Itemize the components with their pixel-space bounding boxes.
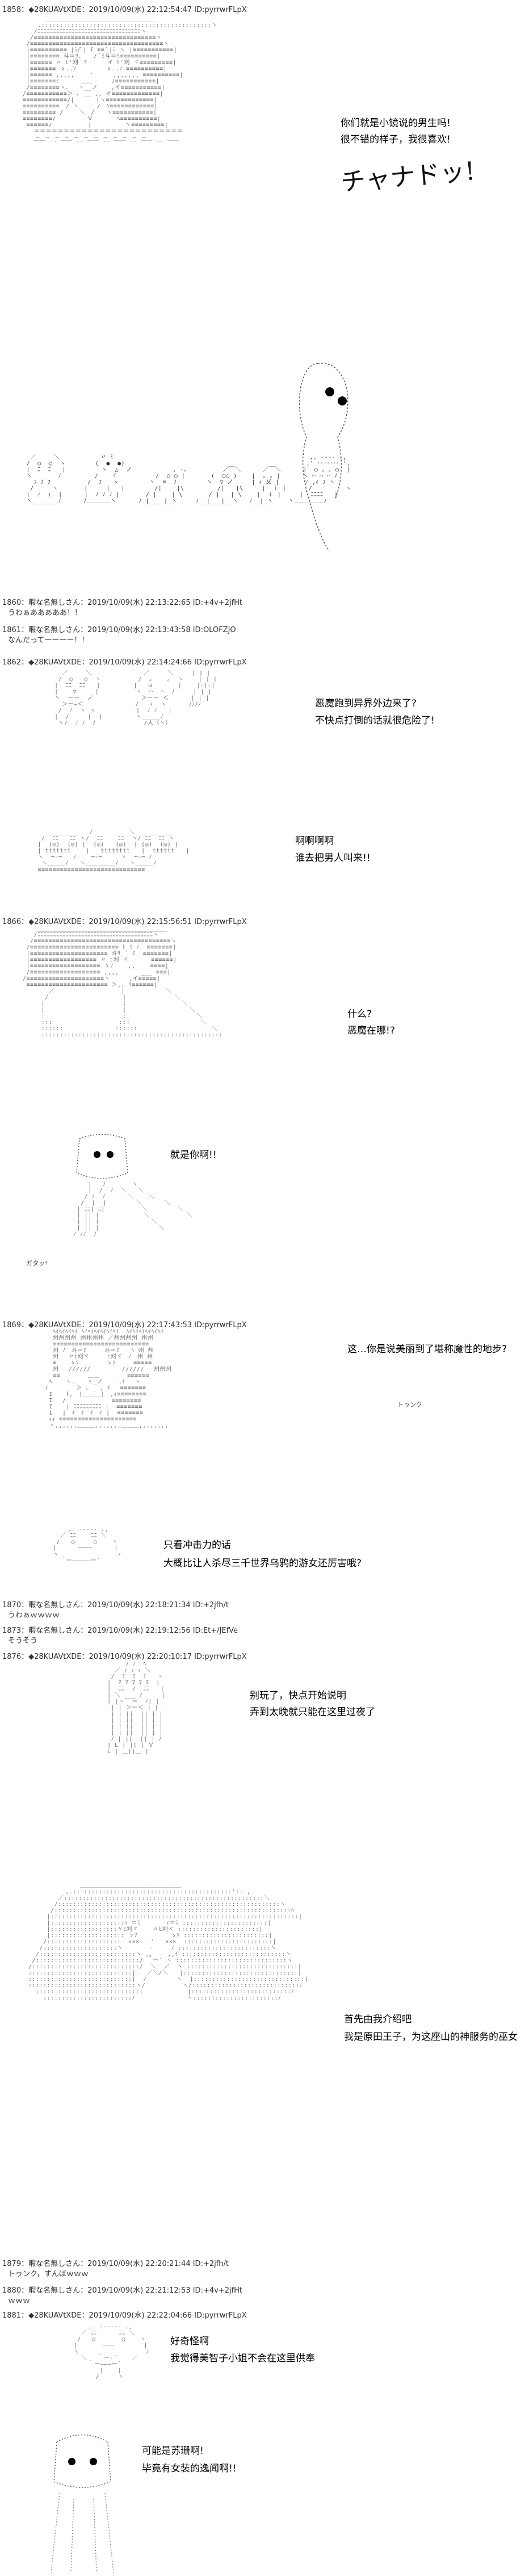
dialogue-line: 好奇怪啊 <box>170 2336 209 2347</box>
post-header: 1858：◆28KUAVtXDE：2019/10/09(水) 22:12:54:… <box>2 6 247 14</box>
dialogue-line: 可能是苏珊啊! <box>142 2445 204 2457</box>
post-header: 1866：◆28KUAVtXDE：2019/10/09(水) 22:15:56:… <box>2 918 247 926</box>
ascii-art-three-faces: _________ /￣￣￣￣￣￣＼ ________ / ﾆﾆ ﾆﾆ ヽ/ ﾆ… <box>37 829 190 873</box>
reply-text: そうそう <box>8 1637 38 1645</box>
head-outline <box>51 2434 114 2573</box>
ascii-art-blushing-character: ﾍｲﾍｲﾍｲﾍｲ ﾍｲﾍｲﾍｲﾍｲﾍｲﾍｲ ﾍｲﾍｲﾍｲﾍｲﾍｲﾍｲ 州州州州 … <box>45 1329 172 1429</box>
ghost-figure <box>284 352 369 557</box>
dialogue-line: 你们就是小镜说的男生吗! <box>341 118 451 129</box>
ascii-art-pointing-body: | ﾉ ヽ | / ﾉ ＼ ＼ / ﾉ ﾉ ＼ ＼ / | | ＼ ＼ | ﾆﾆ… <box>73 1181 193 1237</box>
sound-effect-text: トゥンク <box>397 1401 422 1408</box>
eye-icon <box>68 2458 75 2465</box>
ascii-art-round-face: ,. -‐‐‐- ., ／ ﾆﾆ ﾆﾆ ＼ / ○ ○ ヽ | ─一─ | ヽ … <box>53 1527 121 1564</box>
ascii-art-striped-character: ___________________________________ /ﾆﾆﾆ… <box>23 926 223 1038</box>
dialogue-line: 谁去把男人叫来!! <box>295 852 371 864</box>
post-header: 1869：◆28KUAVtXDE：2019/10/09(水) 22:17:43:… <box>2 1321 247 1329</box>
head-outline <box>76 1134 128 1179</box>
dialogue-line: 大概比让人杀尽三千世界乌鸦的游女还厉害哦? <box>163 1558 362 1569</box>
final-character <box>40 2431 125 2573</box>
dialogue-line: 毕竟有女装的逸闻啊!! <box>142 2463 237 2474</box>
dialogue-line: 首先由我介绍吧 <box>344 2014 412 2025</box>
dialogue-line: 只看冲击力的话 <box>163 1540 231 1551</box>
reply-text: なんだってーーーー！！ <box>8 636 89 645</box>
eye-icon <box>94 1151 100 1158</box>
post-header: 1881：◆28KUAVtXDE：2019/10/09(水) 22:22:04:… <box>2 2311 247 2320</box>
sound-effect-text: チャナドッ! <box>339 156 477 198</box>
dialogue-line: 恶魔在哪!? <box>347 1025 395 1036</box>
ascii-art-standing-figure: ﾉ ﾉ ﾍ ／ ｨ ｨ ｨ ＼ / ﾐ ﾐ ﾐ ヽ | ﾏ ﾏ ﾏ ﾏ ﾏ | … <box>107 1661 165 1755</box>
post-header: 1860：暇な名無しさん：2019/10/09(水) 22:13:22:65 I… <box>2 599 243 607</box>
ascii-art-two-characters: ／￣￣￣＼ ／￣￣￣＼ | | | / ○ ○ ヽ / ｡ ｡ ヽ | | | … <box>54 670 217 726</box>
dialogue-line: 什么? <box>347 1009 372 1020</box>
dialogue-line: 弄到太晚就只能在这里过夜了 <box>250 1707 375 1718</box>
ghost-outline <box>299 362 349 551</box>
dialogue-line: 就是你啊!! <box>170 1149 217 1161</box>
reply-text: うわぁあああああ！！ <box>8 609 82 617</box>
eye-icon <box>107 1151 114 1158</box>
ascii-art-shrine-maiden: ＿＿＿＿＿＿＿＿＿＿＿＿＿＿＿＿＿ ,.::':::::::::::::::::… <box>28 1883 309 2001</box>
eye-icon <box>90 2458 97 2465</box>
ascii-art-thinking-face: ,. -‐‐‐‐- ., ／ ﾆﾆ ﾆﾆ ＼ / ○ ○ ヽ | ─‐─ | ヽ… <box>73 2324 149 2380</box>
dialogue-line: 啊啊啊啊 <box>295 835 334 847</box>
dialogue-line: 这…你是说美丽到了堪称魔性的地步? <box>347 1344 507 1355</box>
post-header: 1862：◆28KUAVtXDE：2019/10/09(水) 22:14:24:… <box>2 658 247 667</box>
ascii-art-crowd: ______________________________ ,::::::::… <box>23 16 218 147</box>
dialogue-line: 很不错的样子，我很喜欢! <box>341 134 451 145</box>
reply-text: ｗｗｗ <box>8 2297 31 2305</box>
post-header: 1879：暇な名無しさん：2019/10/09(水) 22:20:21:44 I… <box>2 2260 229 2268</box>
post-header: 1861：暇な名無しさん：2019/10/09(水) 22:13:43:58 I… <box>2 626 236 634</box>
post-header: 1870：暇な名無しさん：2019/10/09(水) 22:18:21:34 I… <box>2 1601 229 1609</box>
reply-text: トゥンク，すんばｗｗｗ <box>8 2270 89 2278</box>
dialogue-line: 我觉得美智子小姐不会在这里供奉 <box>170 2353 315 2364</box>
ascii-art-characters: ／￣￣￣＼ 〃 ﾐ ,. -‐‐- ., / ○ ○ ヽ ( ● ●) ,' ･… <box>26 454 352 504</box>
dialogue-line: 恶魔跑到异界外边来了? <box>315 698 417 709</box>
post-header: 1873：暇な名無しさん：2019/10/09(水) 22:19:12:56 I… <box>2 1626 238 1635</box>
pointing-character <box>62 1133 142 1184</box>
eye-icon <box>338 396 347 405</box>
post-header: 1876：◆28KUAVtXDE：2019/10/09(水) 22:20:10:… <box>2 1653 247 1661</box>
dialogue-line: 别玩了，快点开始说明 <box>250 1690 346 1701</box>
sound-effect-text: ガタッ! <box>26 1260 48 1267</box>
dialogue-line: 不快点打倒的话就很危险了! <box>315 715 435 726</box>
dialogue-line: 我是原田王子，为这座山的神服务的巫女 <box>344 2031 518 2043</box>
post-header: 1880：暇な名無しさん：2019/10/09(水) 22:21:12:53 I… <box>2 2286 243 2295</box>
eye-icon <box>325 387 334 396</box>
reply-text: うわぁｗｗｗｗ <box>8 1611 60 1620</box>
